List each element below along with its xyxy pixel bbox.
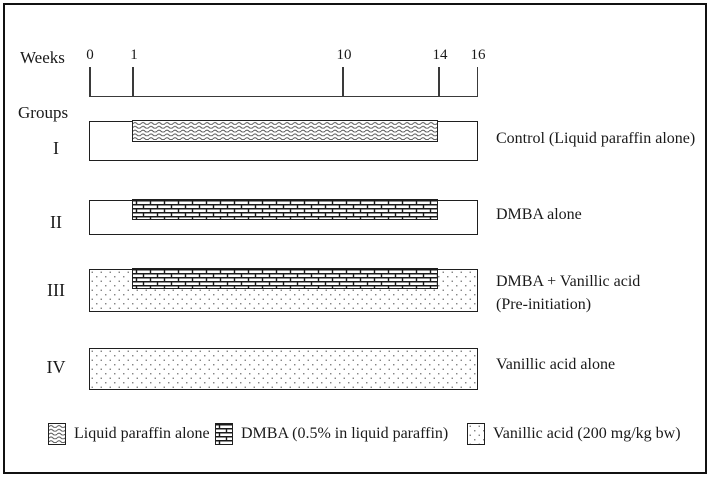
vanillic-acid-pattern [468, 424, 484, 444]
legend-swatch-dmba-icon [215, 423, 233, 445]
group-2-label: DMBA alone [496, 206, 582, 223]
week-tick-1 [132, 67, 134, 96]
dmba-pattern [133, 269, 437, 288]
legend-item-dmba: DMBA (0.5% in liquid paraffin) [215, 423, 448, 445]
vanillic-acid-pattern [90, 349, 477, 389]
group-3-label-line1: DMBA + Vanillic acid [496, 273, 641, 290]
group-4-numeral: IV [46, 357, 66, 377]
weeks-axis-line [89, 95, 478, 97]
week-tick-14 [438, 67, 440, 96]
legend-label-liquid-paraffin: Liquid paraffin alone [74, 425, 210, 442]
legend-swatch-vanillic-acid-icon [467, 423, 485, 445]
groups-label: Groups [18, 103, 69, 122]
week-tick-label-14: 14 [432, 47, 448, 63]
week-tick-10 [342, 67, 344, 96]
group-4-bar [89, 348, 478, 390]
week-tick-16 [476, 67, 478, 96]
group-3-label-line2: (Pre-initiation) [496, 296, 592, 313]
dmba-pattern [216, 424, 232, 444]
group-1-treatment-bar-liquid-paraffin [132, 120, 438, 142]
week-tick-0 [89, 67, 91, 96]
week-tick-label-10: 10 [336, 47, 352, 63]
group-1-label: Control (Liquid paraffin alone) [496, 130, 696, 147]
legend-label-dmba: DMBA (0.5% in liquid paraffin) [241, 425, 449, 442]
week-tick-label-16: 16 [470, 47, 486, 63]
weeks-label: Weeks [20, 48, 65, 67]
group-1-numeral: I [53, 138, 59, 158]
liquid-paraffin-pattern [133, 121, 437, 141]
dmba-pattern [133, 200, 437, 219]
group-3-numeral: III [47, 280, 65, 300]
group-4-label: Vanillic acid alone [496, 356, 616, 373]
legend-swatch-liquid-paraffin-icon [48, 423, 66, 445]
legend-item-vanillic-acid: Vanillic acid (200 mg/kg bw) [467, 423, 681, 445]
group-3-label: DMBA + Vanillic acid (Pre-initiation) [496, 270, 640, 316]
week-tick-label-1: 1 [130, 47, 138, 63]
legend-label-vanillic-acid: Vanillic acid (200 mg/kg bw) [493, 425, 681, 442]
outer-border [3, 3, 707, 474]
liquid-paraffin-pattern [49, 424, 65, 444]
week-tick-label-0: 0 [86, 47, 94, 63]
group-2-numeral: II [50, 212, 62, 232]
legend-item-liquid-paraffin: Liquid paraffin alone [48, 423, 210, 445]
group-2-treatment-bar-dmba [132, 199, 438, 220]
group-3-treatment-bar-dmba [132, 268, 438, 289]
